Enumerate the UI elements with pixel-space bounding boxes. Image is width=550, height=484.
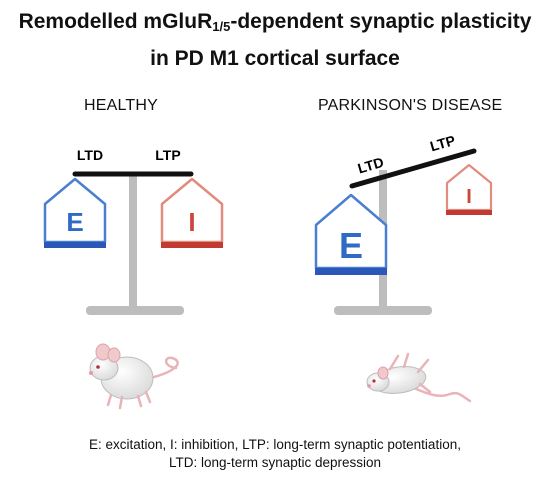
lying-mouse-icon [366, 352, 472, 403]
pd-scale: LTD LTP E I [314, 132, 493, 315]
pd-ltp-label: LTP [428, 132, 457, 154]
healthy-excitation-weight: E [43, 177, 107, 248]
healthy-scale: LTD LTP E I [43, 147, 224, 315]
healthy-scale-base [86, 306, 184, 315]
title-line-1: Remodelled mGluR1/5-dependent synaptic p… [18, 10, 532, 34]
pd-panel-label: PARKINSON'S DISEASE [318, 97, 503, 114]
pd-excitation-weight: E [314, 193, 388, 275]
standing-mouse-icon [89, 343, 179, 410]
figure-title: Remodelled mGluR1/5-dependent synaptic p… [0, 6, 550, 75]
healthy-ltd-label: LTD [77, 147, 103, 163]
title-line-2: in PD M1 cortical surface [150, 47, 400, 70]
healthy-ltp-label: LTP [155, 147, 180, 163]
pd-scale-beam [349, 148, 477, 189]
pd-ltd-label: LTD [356, 154, 386, 177]
caption: E: excitation, I: inhibition, LTP: long-… [0, 436, 550, 472]
caption-line-2: LTD: long-term synaptic depression [168, 455, 382, 470]
pd-inhibition-weight: I [445, 163, 493, 215]
healthy-e-letter: E [66, 207, 83, 237]
healthy-inhibition-weight: I [160, 177, 224, 248]
healthy-i-letter: I [188, 207, 195, 237]
healthy-scale-pole [129, 176, 137, 310]
pd-scale-base [334, 306, 432, 315]
caption-line-1: E: excitation, I: inhibition, LTP: long-… [89, 437, 461, 452]
healthy-panel-label: HEALTHY [84, 97, 159, 114]
pd-e-letter: E [339, 225, 363, 266]
pd-i-letter: I [466, 186, 472, 208]
